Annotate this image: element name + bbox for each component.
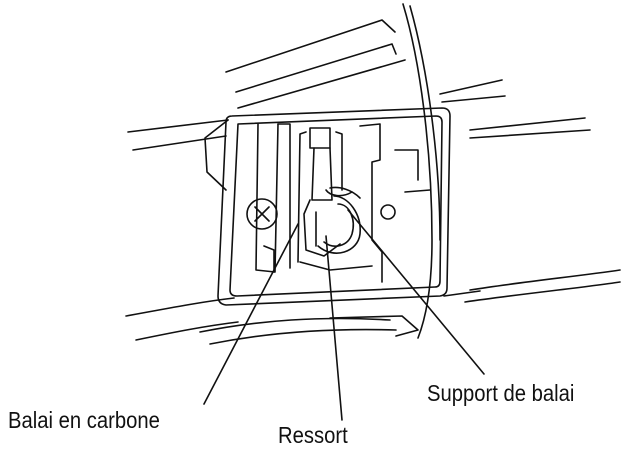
label-spring: Ressort xyxy=(278,422,348,448)
carbon-brush-leader xyxy=(203,223,299,405)
label-carbon-brush: Balai en carbone xyxy=(8,407,160,433)
brush-mechanism xyxy=(246,123,431,283)
label-brush-holder: Support de balai xyxy=(427,380,575,406)
brush-holder-leader xyxy=(347,209,485,375)
brush-window-frame xyxy=(217,107,451,306)
spring-leader xyxy=(325,235,343,421)
housing-outline xyxy=(125,3,621,345)
